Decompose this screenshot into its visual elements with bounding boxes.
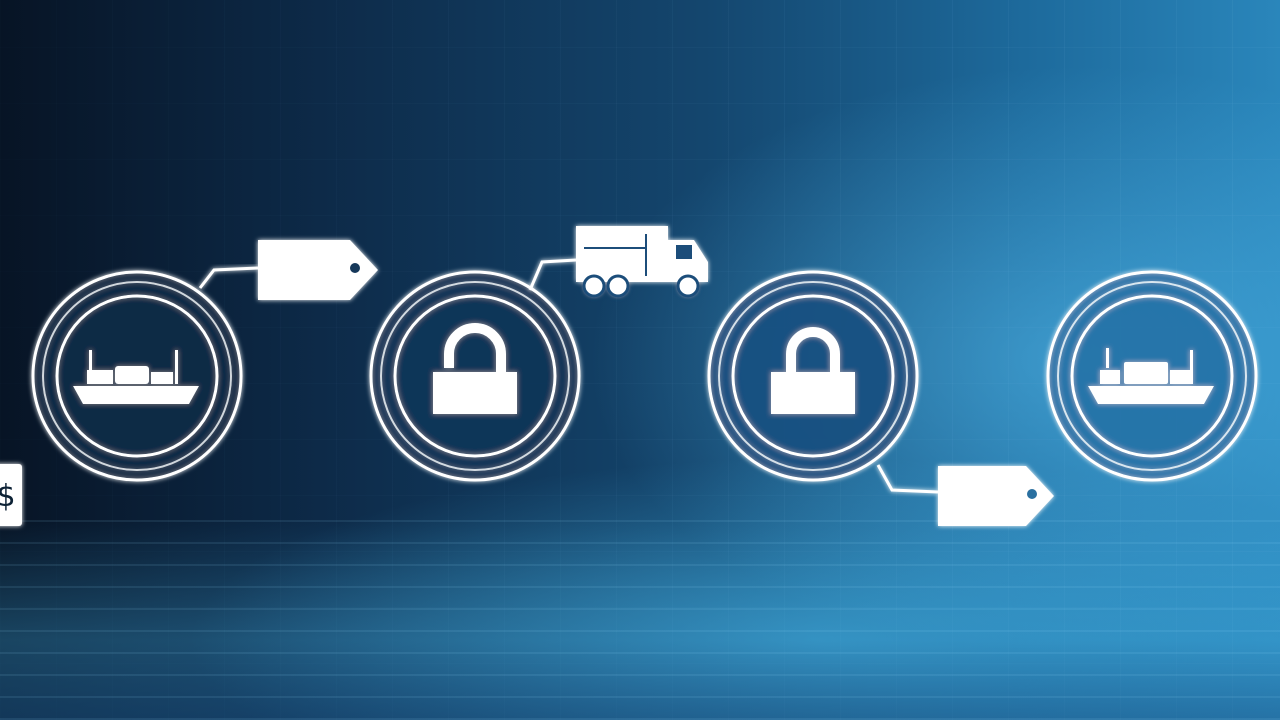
padlock-icon [433,323,517,414]
node-4-ring [1046,270,1258,482]
truck-connector [528,258,577,291]
tag-2-connector [876,464,939,494]
node-2-ring [369,270,581,482]
glowing-floor [0,520,1280,720]
cargo-ship-icon [1088,348,1214,404]
price-tag-icon [258,240,378,300]
cargo-ship-icon [73,350,199,404]
padlock-icon [771,327,855,414]
dollar-sign-text: $ [0,479,16,514]
node-1-ring [31,270,243,482]
price-tag-icon [938,466,1054,526]
delivery-truck-icon [576,226,708,298]
dollar-sign-icon: $ [0,464,22,526]
node-3-ring [707,270,919,482]
tag-1-connector [198,266,259,289]
